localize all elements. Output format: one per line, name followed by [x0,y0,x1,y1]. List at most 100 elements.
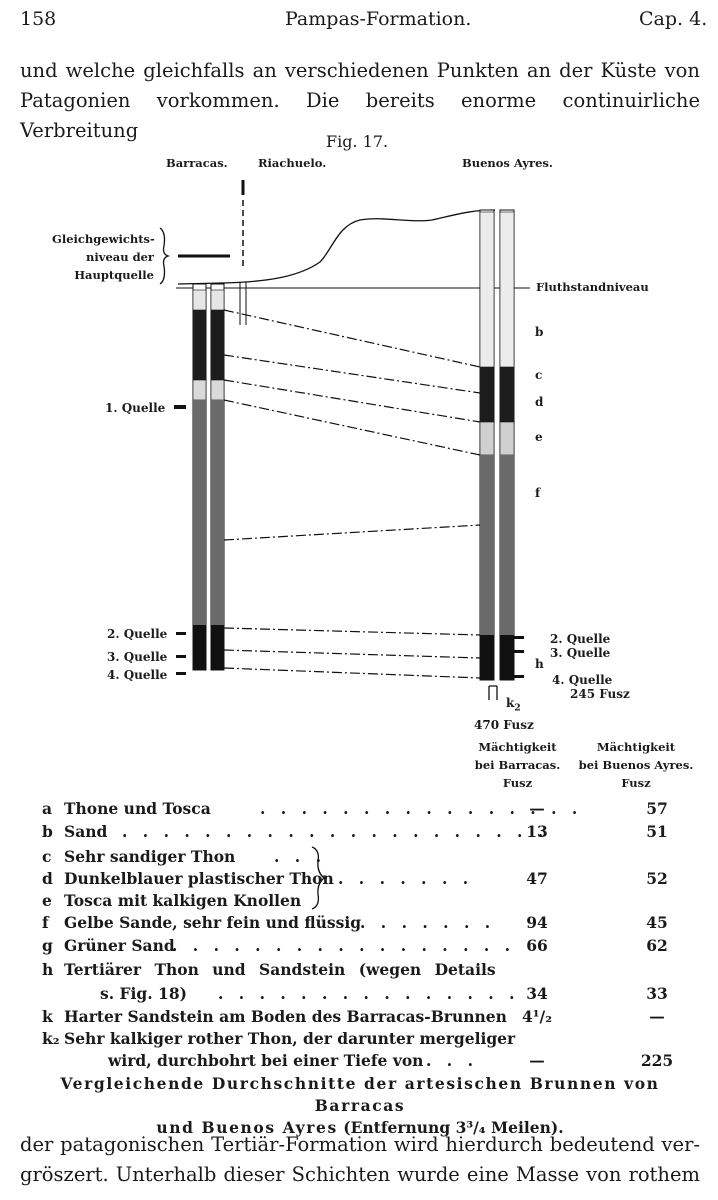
table-row: k₂ Sehr kalkiger rother Thon, der darunt… [42,1029,682,1051]
column-header-barracas: Mächtigkeit bei Barracas. Fusz [470,738,565,792]
value-buenos-ayres: 45 [646,913,668,932]
row-name: Sehr sandiger Thon [64,847,236,866]
row-letter: a [42,799,53,818]
header-line: Mächtigkeit [478,740,557,754]
row-name: s. Fig. 18) [100,984,187,1003]
source-marker [174,405,186,409]
barracas-well [192,283,225,671]
value-barracas: 4¹/₂ [521,1007,553,1026]
source-label-right: 2. Quelle [550,632,611,646]
row-letter: f [42,913,49,932]
value-buenos-ayres: 33 [646,984,668,1003]
row-letter: d [42,869,53,888]
table-row: f Gelbe Sande, sehr fein und flüssig . .… [42,913,682,935]
figure-caption: Vergleichende Durchschnitte der artesisc… [20,1073,700,1139]
table-row: b Sand . . . . . . . . . . . . . . . . .… [42,822,682,844]
value-buenos-ayres: 57 [646,799,668,818]
value-buenos-ayres: 225 [640,1051,674,1070]
header-line: Fusz [502,776,533,790]
value-barracas: 13 [526,822,548,841]
table-row: e Tosca mit kalkigen Knollen [42,891,682,913]
label-line: niveau der [86,250,154,264]
layer-letter: e [535,430,543,444]
figure-title: Fig. 17. [326,132,389,151]
source-marker [514,636,524,639]
dot-leader: . . . . . . . . . . . . . . . . [260,799,583,818]
value-barracas: 47 [526,869,548,888]
source-marker [176,632,186,635]
table-row: g Grüner Sand . . . . . . . . . . . . . … [42,936,682,958]
row-name: Tosca mit kalkigen Knollen [64,891,302,910]
label-line: Gleichgewichts- [52,232,155,246]
row-name: Sehr kalkiger rother Thon, der darunter … [64,1029,516,1048]
caption-line: Vergleichende Durchschnitte der artesisc… [60,1074,660,1115]
caption-line: und Buenos Ayres (Entfernung 3³/₄ Meilen… [20,1117,700,1139]
row-name: Thone und Tosca [64,799,211,818]
value-barracas: 66 [526,936,548,955]
row-name: Tertiärer Thon und Sandstein (wegen Deta… [64,960,496,979]
dot-leader: . . . . . . . . . . . . . . . [218,984,520,1003]
location-buenos-ayres: Buenos Ayres. [462,156,553,170]
table-row: a Thone und Tosca . . . . . . . . . . . … [42,799,682,821]
row-name: Gelbe Sande, sehr fein und flüssig [64,913,362,932]
header-line: bei Barracas. [474,758,561,772]
column-header-buenos-ayres: Mächtigkeit bei Buenos Ayres. Fusz [572,738,700,792]
k2-label: k2 [506,696,521,714]
table-row: s. Fig. 18) . . . . . . . . . . . . . . … [42,984,682,1006]
value-buenos-ayres: 51 [646,822,668,841]
header-line: Mächtigkeit [596,740,676,754]
table-row: k Harter Sandstein am Boden des Barracas… [42,1007,682,1029]
table-row: wird, durchbohrt bei einer Tiefe von . .… [42,1051,682,1073]
value-buenos-ayres: 52 [646,869,668,888]
table-row: c Sehr sandiger Thon . . . [42,847,682,869]
source-marker [514,650,524,653]
header-line: bei Buenos Ayres. [578,758,694,772]
layer-letter: f [535,486,541,500]
text-line: Patagonien vorkommen. Die bereits enorme… [20,89,700,142]
source-label-left: 2. Quelle [107,627,168,641]
source-marker [176,672,186,675]
caption-part: und Buenos Ayres [156,1118,338,1137]
row-name: Grüner Sand [64,936,175,955]
value-buenos-ayres: 62 [646,936,668,955]
value-barracas: — [529,1051,545,1070]
body-text-bottom: der patagonischen Tertiär-Formation wird… [20,1130,700,1190]
source-marker [514,675,524,678]
running-title: Pampas-Formation. [285,8,472,30]
row-name: Dunkelblauer plastischer Thon [64,869,334,888]
row-letter: e [42,891,52,910]
source-label-left: 1. Quelle [105,401,166,415]
row-name: Sand [64,822,108,841]
ground-surface-profile [177,209,496,285]
text-line: der patagonischen Tertiär-Formation wird… [20,1133,700,1156]
dot-leader: . . . . . . . . . . . . . . . . . [172,936,516,955]
depth-label-right: 245 Fusz [570,687,630,701]
body-text-top: und welche gleichfalls an verschiedenen … [20,56,700,146]
header-line: Fusz [621,776,651,790]
text-line: und welche gleichfalls an verschiedenen … [20,59,700,82]
layer-letter: c [535,368,543,382]
brace-icon [159,227,171,285]
source-label-left: 4. Quelle [107,668,168,682]
layer-letter: h [535,657,544,671]
row-letter: b [42,822,53,841]
row-letter: h [42,960,54,979]
value-barracas: — [529,799,545,818]
label-line: Hauptquelle [74,268,154,282]
row-letter: k [42,1007,53,1026]
dot-leader: . . . [426,1051,478,1070]
caption-part: (Entfernung 3³/₄ Meilen). [343,1118,564,1137]
correlation-lines [223,309,481,679]
row-name: Harter Sandstein am Boden des Barracas-B… [64,1007,507,1026]
dot-leader: . . . [274,847,326,866]
source-label-right: 3. Quelle [550,646,611,660]
tide-level-label: Fluthstandniveau [536,280,649,294]
row-letter: g [42,936,53,955]
source-label-right: 4. Quelle [552,673,613,687]
table-row: d Dunkelblauer plastischer Thon . . . . … [42,869,682,891]
row-letter: c [42,847,52,866]
table-row: h Tertiärer Thon und Sandstein (wegen De… [42,960,682,982]
source-marker [176,655,186,658]
value-barracas: 94 [526,913,548,932]
